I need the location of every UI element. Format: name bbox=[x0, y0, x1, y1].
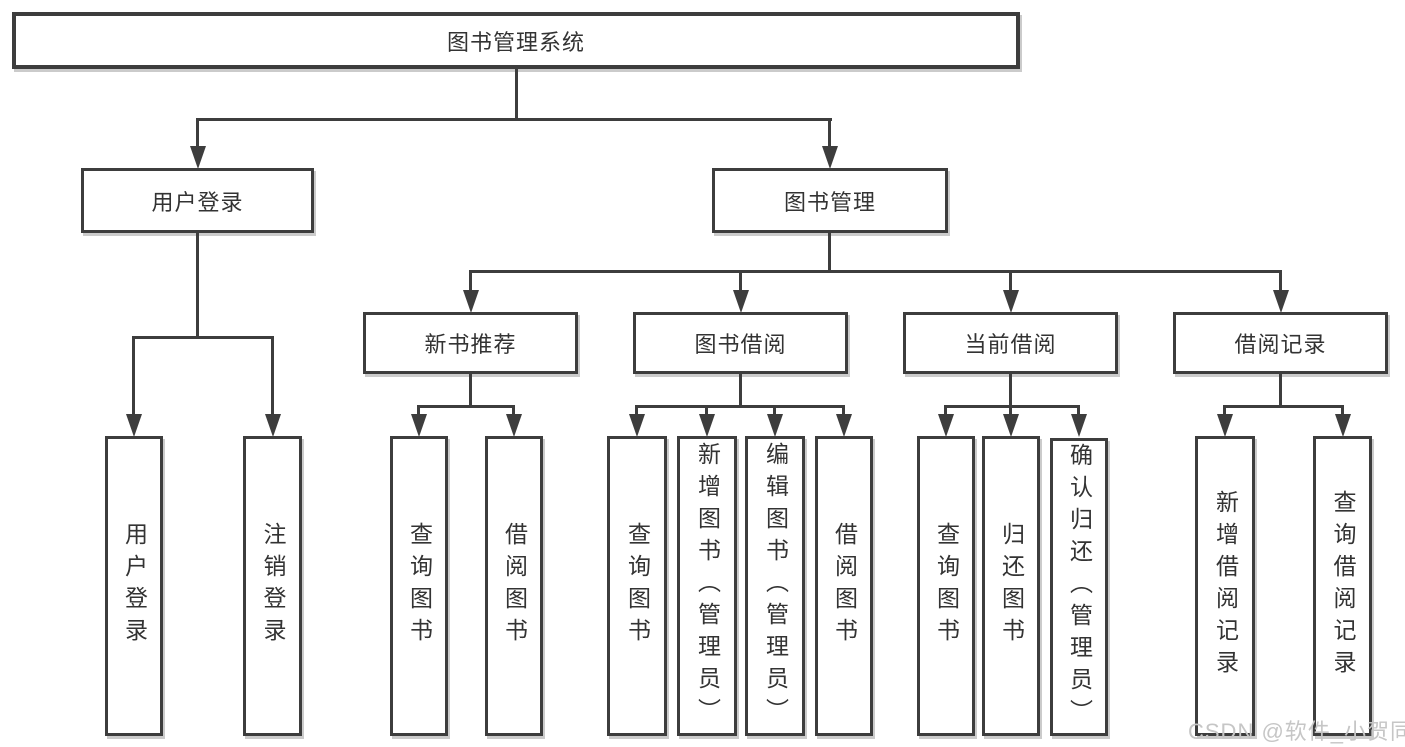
leaf-logout-login: 注销登录 bbox=[243, 436, 302, 736]
connector-line bbox=[1077, 405, 1080, 417]
connector-line bbox=[739, 270, 742, 292]
leaf-borrow-books-borrowing: 借阅图书 bbox=[815, 436, 873, 736]
leaf-label: 用户登录 bbox=[121, 522, 148, 650]
leaf-query-borrow-record: 查询借阅记录 bbox=[1313, 436, 1372, 736]
node-user-login: 用户登录 bbox=[81, 168, 314, 233]
arrow-down-icon bbox=[1217, 414, 1233, 437]
node-book-borrowing: 图书借阅 bbox=[633, 312, 848, 374]
leaf-edit-books-admin: 编辑图书（管理员） bbox=[745, 436, 805, 736]
arrow-down-icon bbox=[733, 290, 749, 313]
watermark: CSDN @软件_小贺同学 bbox=[1188, 719, 1405, 744]
leaf-query-books-current: 查询图书 bbox=[917, 436, 975, 736]
connector-line bbox=[196, 118, 832, 121]
connector-line bbox=[469, 372, 472, 405]
leaf-label: 查询图书 bbox=[933, 522, 960, 650]
arrow-down-icon bbox=[699, 414, 715, 437]
leaf-return-books: 归还图书 bbox=[982, 436, 1040, 736]
connector-line bbox=[417, 405, 515, 408]
connector-line bbox=[944, 405, 947, 417]
leaf-label: 借阅图书 bbox=[501, 522, 528, 650]
arrow-down-icon bbox=[190, 146, 206, 169]
node-new-book-recommend: 新书推荐 bbox=[363, 312, 578, 374]
leaf-label: 借阅图书 bbox=[831, 522, 858, 650]
node-label: 用户登录 bbox=[151, 189, 244, 215]
node-borrowing-records: 借阅记录 bbox=[1173, 312, 1388, 374]
node-label: 借阅记录 bbox=[1234, 332, 1327, 357]
arrow-down-icon bbox=[506, 414, 522, 437]
leaf-label: 新增借阅记录 bbox=[1212, 490, 1239, 682]
arrow-down-icon bbox=[1071, 414, 1087, 437]
node-label: 新书推荐 bbox=[424, 332, 517, 357]
connector-line bbox=[196, 118, 199, 148]
connector-line bbox=[512, 405, 515, 417]
node-book-management-system: 图书管理系统 bbox=[12, 12, 1020, 69]
node-label: 图书管理 bbox=[783, 189, 876, 215]
connector-line bbox=[271, 336, 274, 416]
connector-line bbox=[635, 405, 638, 417]
arrow-down-icon bbox=[938, 414, 954, 437]
leaf-label: 归还图书 bbox=[998, 522, 1025, 650]
connector-line bbox=[705, 405, 708, 417]
arrow-down-icon bbox=[767, 414, 783, 437]
connector-line bbox=[828, 118, 831, 148]
connector-line bbox=[196, 231, 199, 336]
connector-line bbox=[1341, 405, 1344, 417]
node-label: 图书借阅 bbox=[694, 332, 787, 357]
leaf-label: 新增图书（管理员） bbox=[694, 442, 721, 730]
leaf-user-login: 用户登录 bbox=[105, 436, 163, 736]
connector-line bbox=[417, 405, 420, 417]
leaf-label: 确认归还（管理员） bbox=[1066, 443, 1093, 731]
leaf-label: 查询图书 bbox=[406, 522, 433, 650]
connector-line bbox=[469, 270, 1282, 273]
connector-line bbox=[1223, 405, 1226, 417]
connector-line bbox=[1009, 405, 1012, 417]
node-label: 图书管理系统 bbox=[446, 29, 585, 55]
connector-line bbox=[739, 372, 742, 405]
leaf-add-books-admin: 新增图书（管理员） bbox=[677, 436, 737, 736]
arrow-down-icon bbox=[1003, 290, 1019, 313]
connector-line bbox=[132, 336, 274, 339]
leaf-add-borrow-record: 新增借阅记录 bbox=[1195, 436, 1255, 736]
leaf-confirm-return-admin: 确认归还（管理员） bbox=[1050, 438, 1108, 736]
arrow-down-icon bbox=[463, 290, 479, 313]
connector-line bbox=[773, 405, 776, 417]
node-label: 当前借阅 bbox=[964, 332, 1057, 357]
connector-line bbox=[1279, 372, 1282, 405]
connector-line bbox=[1223, 405, 1342, 408]
leaf-label: 注销登录 bbox=[260, 522, 286, 650]
arrow-down-icon bbox=[1003, 414, 1019, 437]
connector-line bbox=[635, 405, 845, 408]
node-current-borrowing: 当前借阅 bbox=[903, 312, 1118, 374]
leaf-label: 查询图书 bbox=[624, 522, 651, 650]
arrow-down-icon bbox=[629, 414, 645, 437]
connector-line bbox=[515, 66, 518, 118]
arrow-down-icon bbox=[411, 414, 427, 437]
leaf-label: 编辑图书（管理员） bbox=[762, 442, 789, 730]
leaf-query-books-recommend: 查询图书 bbox=[390, 436, 448, 736]
connector-line bbox=[828, 231, 831, 270]
leaf-label: 查询借阅记录 bbox=[1330, 490, 1356, 682]
leaf-borrow-books-recommend: 借阅图书 bbox=[485, 436, 543, 736]
connector-line bbox=[842, 405, 845, 417]
connector-line bbox=[1009, 270, 1012, 292]
arrow-down-icon bbox=[836, 414, 852, 437]
arrow-down-icon bbox=[822, 146, 838, 169]
arrow-down-icon bbox=[1335, 414, 1351, 437]
arrow-down-icon bbox=[265, 414, 281, 437]
connector-line bbox=[469, 270, 472, 292]
connector-line bbox=[132, 336, 135, 416]
leaf-query-books-borrowing: 查询图书 bbox=[607, 436, 667, 736]
connector-line bbox=[1279, 270, 1282, 292]
arrow-down-icon bbox=[126, 414, 142, 437]
arrow-down-icon bbox=[1273, 290, 1289, 313]
node-book-management: 图书管理 bbox=[712, 168, 948, 233]
connector-line bbox=[1009, 372, 1012, 405]
